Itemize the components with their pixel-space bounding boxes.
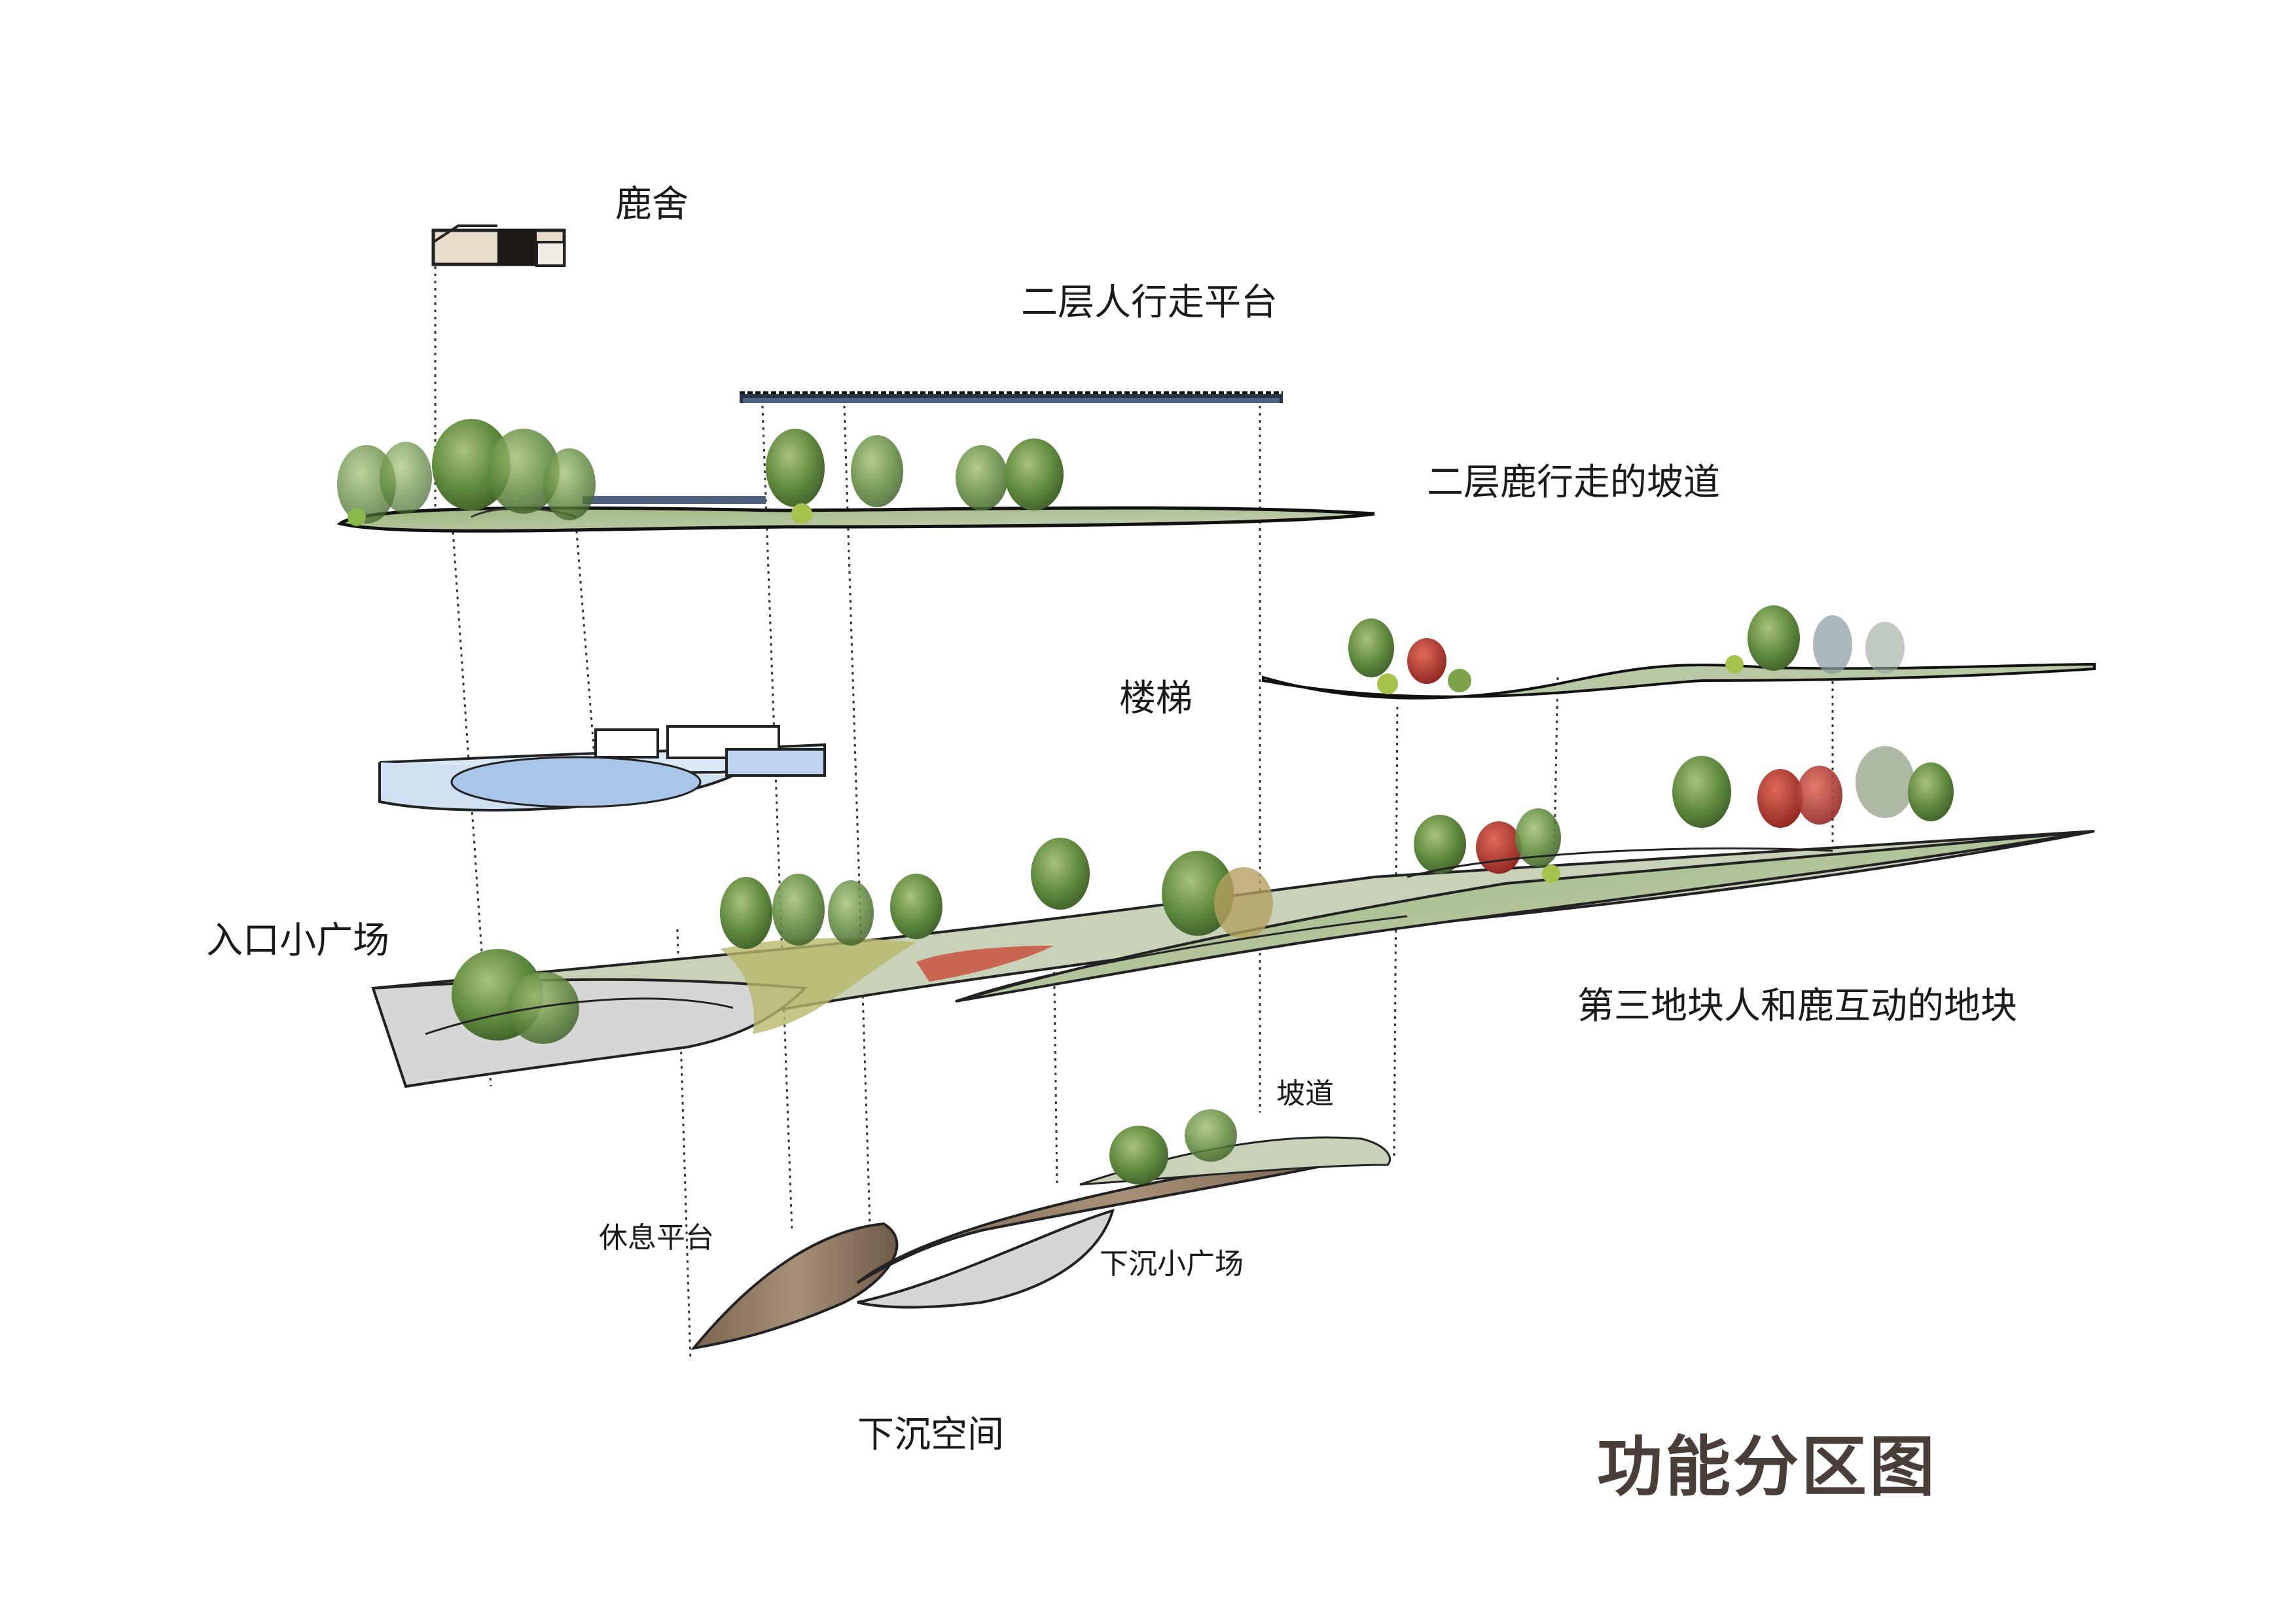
deer-ramp-layer xyxy=(336,496,1375,533)
deer-house-icon xyxy=(431,224,566,267)
sunken-plaza-label: 下沉小广场 xyxy=(1100,1247,1244,1281)
second-floor-walkway-icon xyxy=(740,391,1283,403)
trees-middle-layer xyxy=(452,746,1954,1044)
sunken-space-layer xyxy=(691,1109,1391,1350)
stairs-layer xyxy=(378,725,826,812)
sunken-space-label: 下沉空间 xyxy=(857,1414,1004,1456)
diagram-title: 功能分区图 xyxy=(1597,1429,1937,1505)
entrance-plaza-label: 入口小广场 xyxy=(206,919,389,962)
stairs-label: 楼梯 xyxy=(1119,677,1193,720)
interaction-block-label: 第三地块人和鹿互动的地块 xyxy=(1577,985,2017,1027)
ramp-label: 坡道 xyxy=(1276,1077,1334,1111)
trees-top-layer xyxy=(337,419,1064,526)
path-outlines xyxy=(425,847,1833,1035)
deer-house-label: 鹿舍 xyxy=(615,183,689,226)
deer-ramp-2f-label: 二层鹿行走的坡道 xyxy=(1427,461,1720,504)
rest-platform-label: 休息平台 xyxy=(599,1221,714,1255)
upper-interaction-layer xyxy=(1262,605,2096,700)
walkway-2f-label: 二层人行走平台 xyxy=(1021,281,1278,324)
